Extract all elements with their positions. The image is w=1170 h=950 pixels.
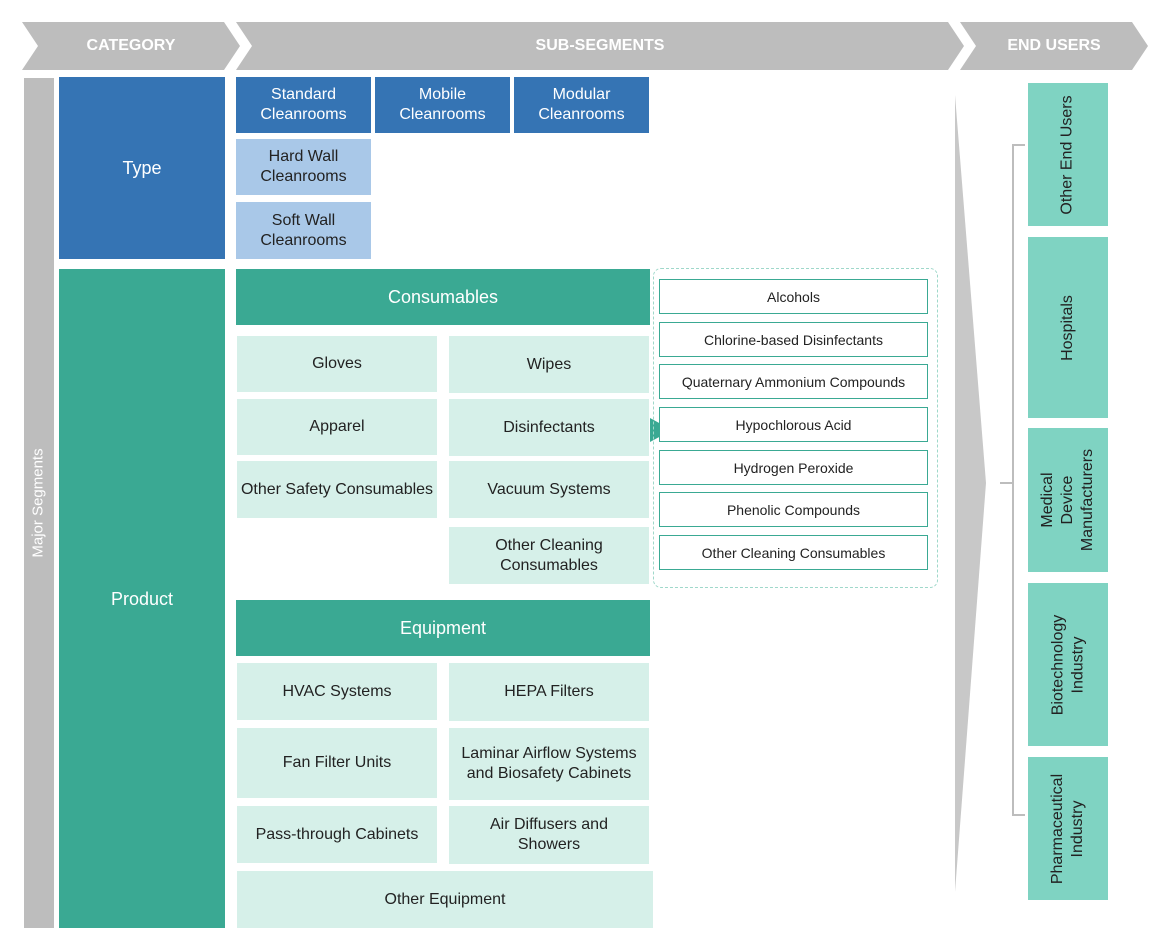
end-user-other-label: Other End Users — [1059, 94, 1076, 215]
end-user-biotechnology: Biotechnology Industry — [1028, 583, 1108, 746]
end-user-biotechnology-label: Biotechnology Industry — [1049, 614, 1087, 715]
equipment-hepa-filters: HEPA Filters — [449, 663, 649, 721]
consumables-header: Consumables — [236, 269, 650, 325]
sub-segments-chevron — [236, 22, 964, 70]
equipment-header: Equipment — [236, 600, 650, 656]
disinfectant-quaternary-ammonium: Quaternary Ammonium Compounds — [659, 364, 928, 399]
consumable-apparel: Apparel — [237, 399, 437, 455]
type-modular-cleanrooms: Modular Cleanrooms — [514, 77, 649, 133]
category-header: CATEGORY — [86, 37, 176, 54]
disinfectant-other-cleaning: Other Cleaning Consumables — [659, 535, 928, 570]
end-user-other: Other End Users — [1028, 83, 1108, 226]
consumable-disinfectants: Disinfectants — [449, 399, 649, 456]
disinfectant-chlorine-based: Chlorine-based Disinfectants — [659, 322, 928, 357]
end-user-pharmaceutical-label: Pharmaceutical Industry — [1049, 773, 1086, 884]
end-users-chevron — [960, 22, 1148, 70]
equipment-hvac-systems: HVAC Systems — [237, 663, 437, 720]
major-segments-bar — [24, 78, 54, 928]
major-segments-label-wrap: Major Segments — [24, 78, 54, 928]
type-standard-cleanrooms: Standard Cleanrooms — [236, 77, 371, 133]
category-chevron — [22, 22, 240, 70]
end-user-pharmaceutical: Pharmaceutical Industry — [1028, 757, 1108, 900]
end-users-header: END USERS — [1007, 37, 1101, 54]
category-product: Product — [59, 269, 225, 928]
sub-segments-header: SUB-SEGMENTS — [535, 37, 665, 54]
disinfectant-alcohols: Alcohols — [659, 279, 928, 314]
type-hard-wall-cleanrooms: Hard Wall Cleanrooms — [236, 139, 371, 195]
type-soft-wall-cleanrooms: Soft Wall Cleanrooms — [236, 202, 371, 259]
category-type: Type — [59, 77, 225, 259]
equipment-air-diffusers: Air Diffusers and Showers — [449, 806, 649, 864]
consumable-other-safety: Other Safety Consumables — [237, 461, 437, 518]
consumable-wipes: Wipes — [449, 336, 649, 393]
type-mobile-cleanrooms: Mobile Cleanrooms — [375, 77, 510, 133]
equipment-other: Other Equipment — [237, 871, 653, 928]
end-user-medical-device-label: Medical Device Manufacturers — [1039, 448, 1097, 552]
header-chevrons — [22, 22, 1148, 70]
equipment-pass-through-cabinets: Pass-through Cabinets — [237, 806, 437, 863]
major-segments-label: Major Segments — [30, 448, 47, 558]
consumable-gloves: Gloves — [237, 336, 437, 392]
equipment-laminar-airflow: Laminar Airflow Systems and Biosafety Ca… — [449, 728, 649, 800]
end-user-medical-device: Medical Device Manufacturers — [1028, 428, 1108, 572]
consumable-vacuum-systems: Vacuum Systems — [449, 461, 649, 518]
disinfectant-hydrogen-peroxide: Hydrogen Peroxide — [659, 450, 928, 485]
disinfectant-hypochlorous-acid: Hypochlorous Acid — [659, 407, 928, 442]
disinfectants-group — [653, 268, 938, 588]
disinfectant-phenolic-compounds: Phenolic Compounds — [659, 492, 928, 527]
end-user-hospitals: Hospitals — [1028, 237, 1108, 418]
funnel-arrow — [955, 95, 1025, 892]
consumable-other-cleaning: Other Cleaning Consumables — [449, 527, 649, 584]
end-user-hospitals-label: Hospitals — [1059, 294, 1076, 361]
equipment-fan-filter-units: Fan Filter Units — [237, 728, 437, 798]
